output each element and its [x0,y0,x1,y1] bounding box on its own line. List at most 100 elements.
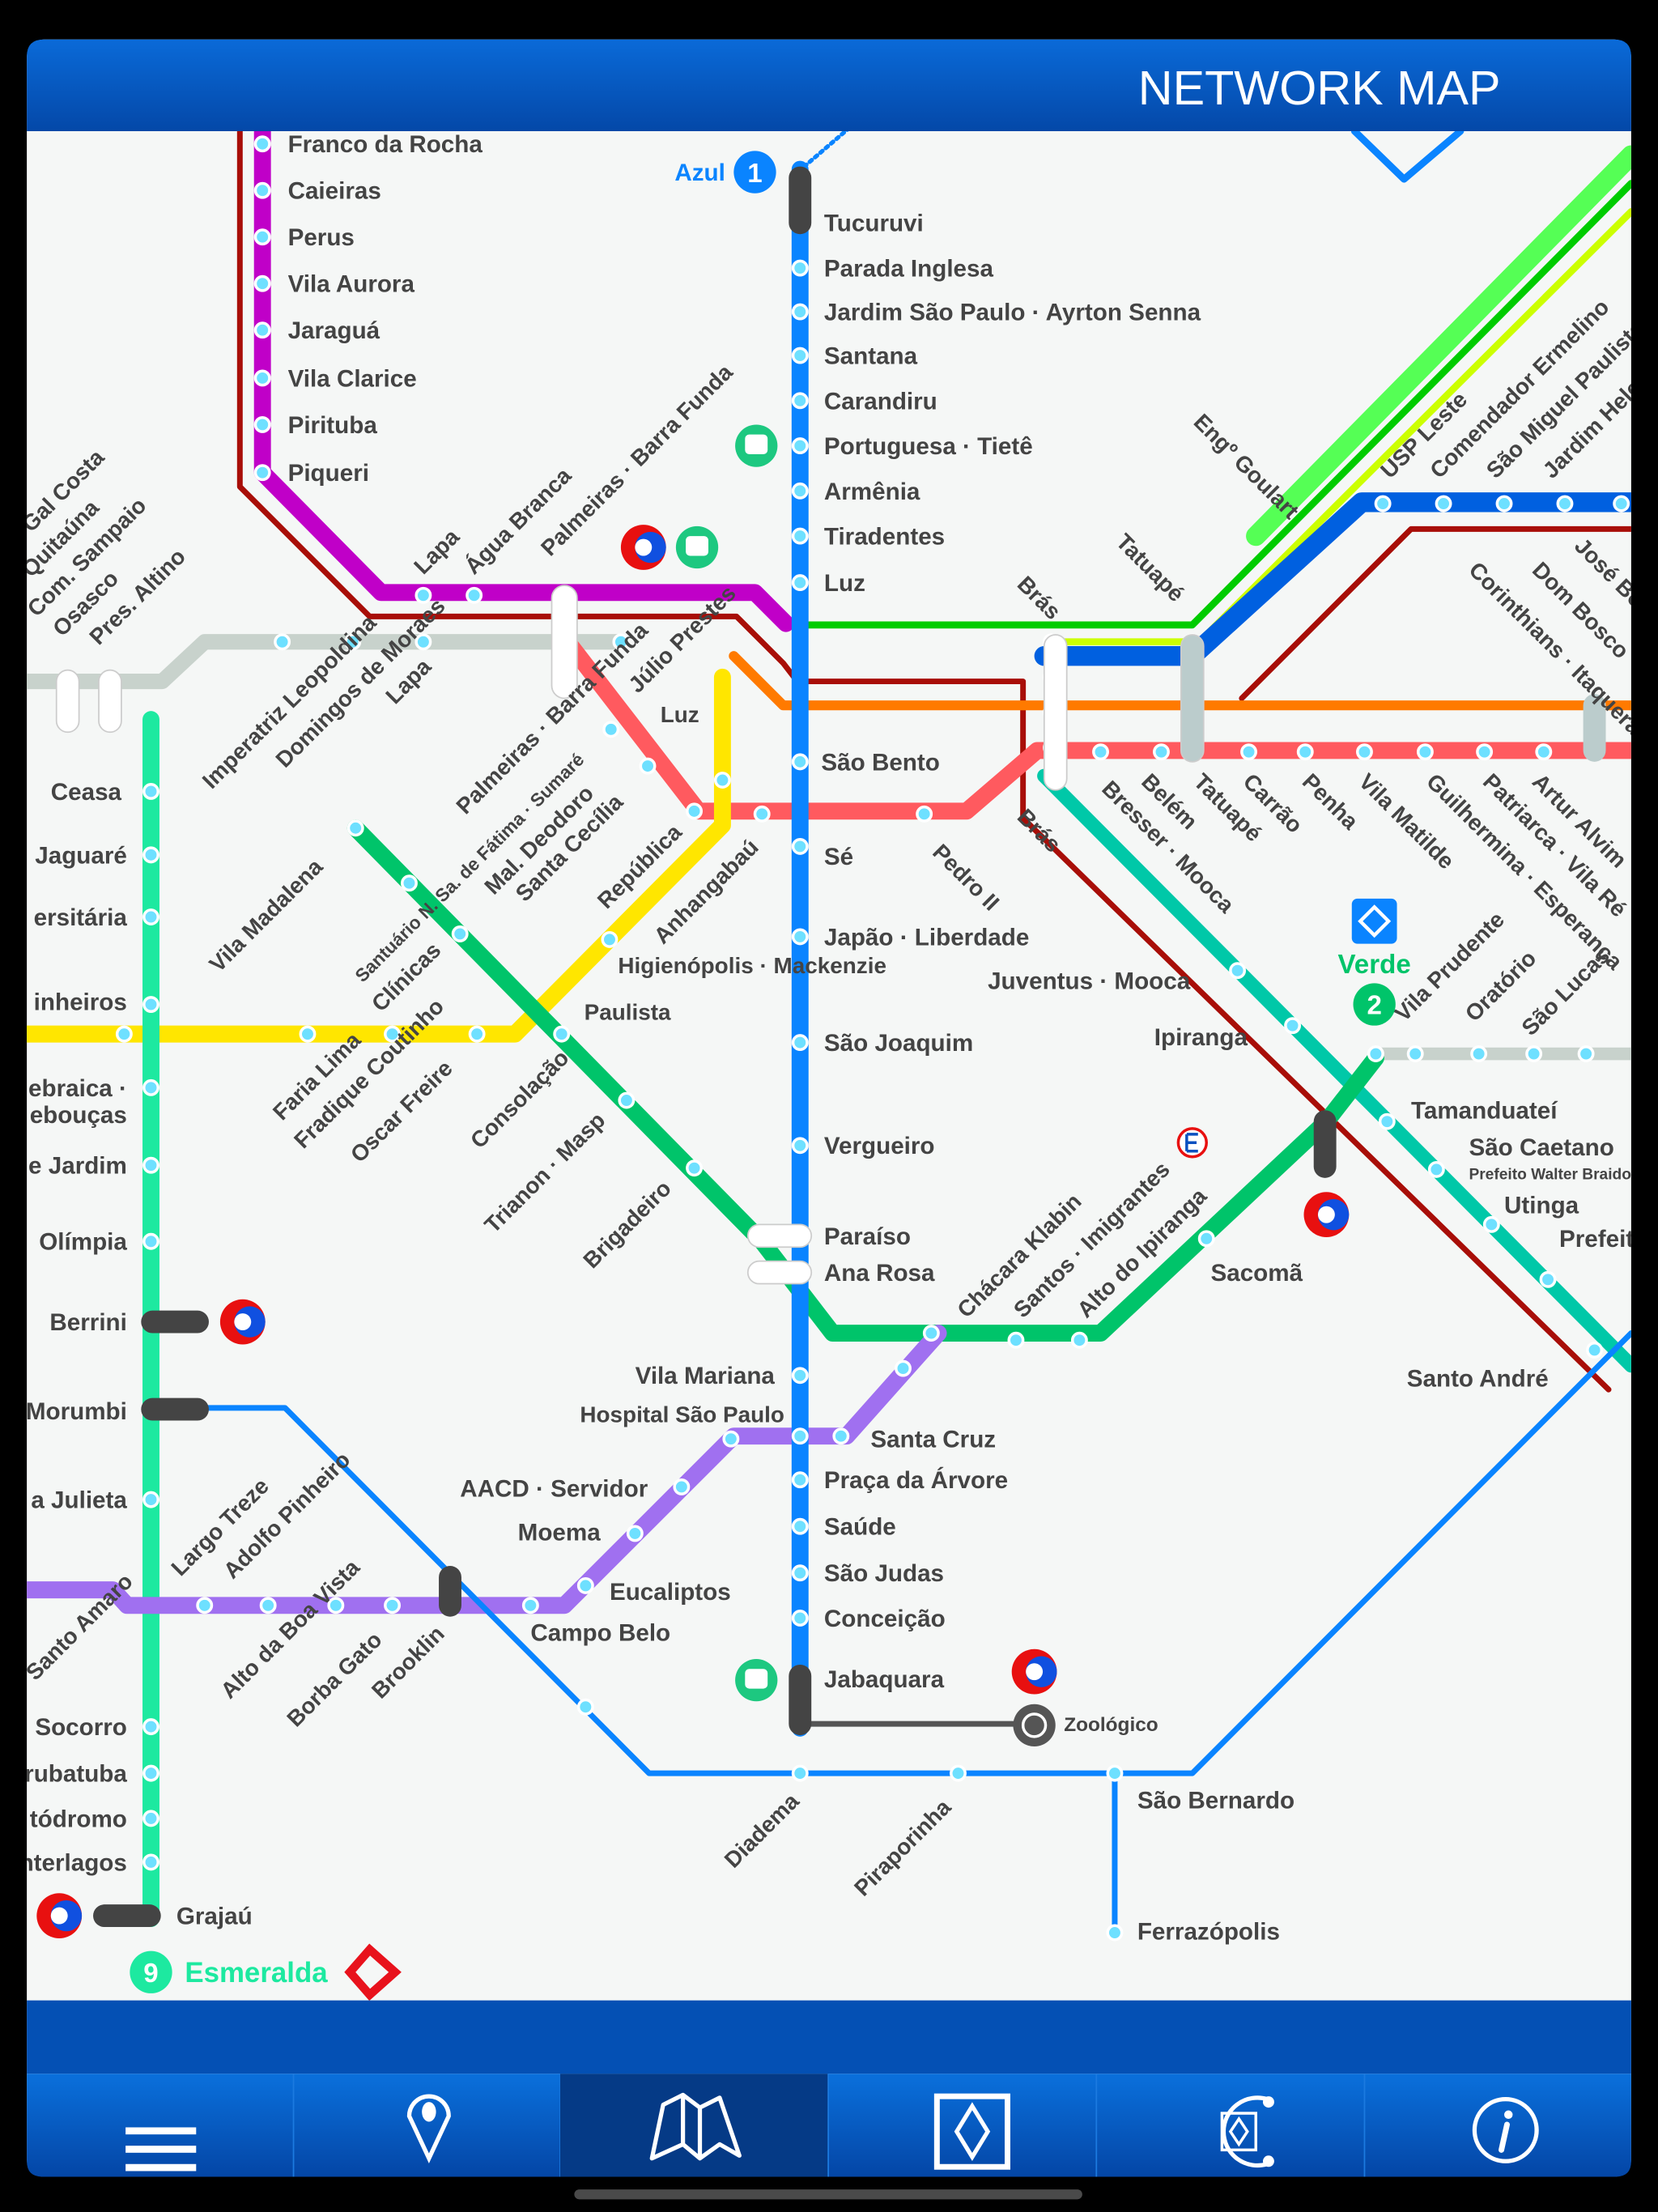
station-marker[interactable] [253,369,271,387]
station-label[interactable]: Piqueri [288,460,369,487]
station-label[interactable]: inheiros [34,989,127,1016]
station-marker[interactable] [344,633,362,651]
station-label[interactable]: Vila Clarice [288,365,417,392]
station-marker[interactable] [922,1325,940,1342]
station-label[interactable]: Zoológico [1064,1714,1158,1736]
station-marker[interactable] [753,805,771,823]
station-label[interactable]: Saúde [824,1514,896,1541]
station-marker[interactable] [1296,743,1314,761]
station-marker[interactable] [1586,1341,1604,1359]
station-label[interactable]: Ceasa [51,779,122,806]
station-label[interactable]: Conceição [824,1606,946,1632]
station-marker[interactable] [1153,743,1170,761]
station-marker[interactable] [1284,1017,1302,1035]
station-marker[interactable] [791,437,809,455]
station-marker[interactable] [142,1232,159,1250]
tab-metro[interactable] [828,2074,1096,2176]
station-marker[interactable] [253,181,271,199]
station-label[interactable]: Higienópolis · Mackenzie [618,953,886,978]
station-marker[interactable] [791,1517,809,1535]
station-marker[interactable] [253,135,271,153]
station-marker[interactable] [346,819,364,837]
station-marker[interactable] [791,1137,809,1155]
station-label[interactable]: Jaguaré [35,842,127,869]
station-marker[interactable] [791,1471,809,1489]
tab-info[interactable] [1364,2074,1630,2176]
station-label[interactable]: Santa Cruz [870,1427,996,1453]
station-marker[interactable] [791,1427,809,1445]
station-marker[interactable] [722,1430,740,1448]
station-marker[interactable] [142,1718,159,1736]
station-marker[interactable] [253,415,271,433]
station-marker[interactable] [791,527,809,545]
station-label[interactable]: Utinga [1504,1192,1579,1219]
station-marker[interactable] [253,228,271,246]
station-marker[interactable] [1106,1924,1124,1942]
station-marker[interactable] [299,1025,317,1043]
tab-route[interactable] [1096,2074,1364,2176]
station-marker[interactable] [142,1764,159,1782]
station-marker[interactable] [576,1698,594,1716]
station-marker[interactable] [1229,962,1247,980]
station-label[interactable]: Santana [824,343,918,370]
station-label[interactable]: Pirituba [288,412,378,439]
station-marker[interactable] [791,1564,809,1582]
station-label[interactable]: Portuguesa · Tietê [824,433,1033,460]
station-marker[interactable] [1367,1045,1384,1062]
station-label[interactable]: tódromo [30,1806,127,1832]
tab-nearby[interactable] [294,2074,560,2176]
station-label[interactable]: Prefeito Walter Braido [1469,1167,1631,1184]
station-marker[interactable] [916,805,933,823]
station-marker[interactable] [253,321,271,339]
station-marker[interactable] [791,347,809,364]
station-marker[interactable] [602,721,620,738]
station-marker[interactable] [1378,1112,1396,1130]
station-marker[interactable] [196,1597,214,1614]
station-marker[interactable] [414,586,432,604]
station-label[interactable]: Luz [824,570,865,597]
station-marker[interactable] [142,908,159,925]
station-marker[interactable] [1092,743,1109,761]
station-marker[interactable] [115,1025,133,1043]
station-label[interactable]: Eucaliptos [610,1579,731,1606]
station-marker[interactable] [414,633,432,651]
station-label[interactable]: Perus [288,224,355,251]
station-marker[interactable] [1406,1045,1424,1062]
station-marker[interactable] [618,1091,636,1109]
station-marker[interactable] [1556,495,1574,513]
station-marker[interactable] [1197,1230,1215,1248]
station-marker[interactable] [1539,1270,1557,1288]
station-label[interactable]: Morumbi [26,1398,127,1425]
station-label[interactable]: Prefeito Saladino [1559,1226,1658,1253]
station-label[interactable]: Carandiru [824,388,937,415]
station-marker[interactable] [1070,1331,1088,1349]
station-label[interactable]: Parada Inglesa [824,256,994,283]
station-marker[interactable] [950,1764,967,1782]
station-marker[interactable] [791,303,809,321]
station-label[interactable]: São Bernardo [1137,1788,1295,1814]
station-marker[interactable] [327,1597,345,1614]
station-label[interactable]: Japão · Liberdade [824,924,1029,951]
station-marker[interactable] [791,1610,809,1627]
station-label[interactable]: Franco da Rocha [288,131,483,158]
station-label[interactable]: São Bento [821,749,939,776]
station-label[interactable]: Tucuruvi [824,211,924,237]
station-label[interactable]: Ipiranga [1154,1024,1248,1051]
station-marker[interactable] [673,1478,691,1495]
station-marker[interactable] [1476,743,1494,761]
station-marker[interactable] [468,1025,486,1043]
station-label[interactable]: Ferrazópolis [1137,1919,1280,1946]
station-label[interactable]: Hospital São Paulo [580,1402,784,1427]
station-marker[interactable] [142,1853,159,1871]
tab-menu[interactable] [27,2074,293,2176]
station-label[interactable]: Jaraguá [288,317,380,344]
station-label[interactable]: São Caetano [1469,1134,1613,1161]
station-marker[interactable] [791,482,809,500]
station-marker[interactable] [1535,743,1553,761]
station-marker[interactable] [601,930,619,948]
station-label[interactable]: Vergueiro [824,1133,935,1159]
station-label[interactable]: ersitária [34,904,128,931]
station-label[interactable]: Tiradentes [824,524,945,551]
station-marker[interactable] [791,837,809,855]
station-marker[interactable] [791,753,809,771]
